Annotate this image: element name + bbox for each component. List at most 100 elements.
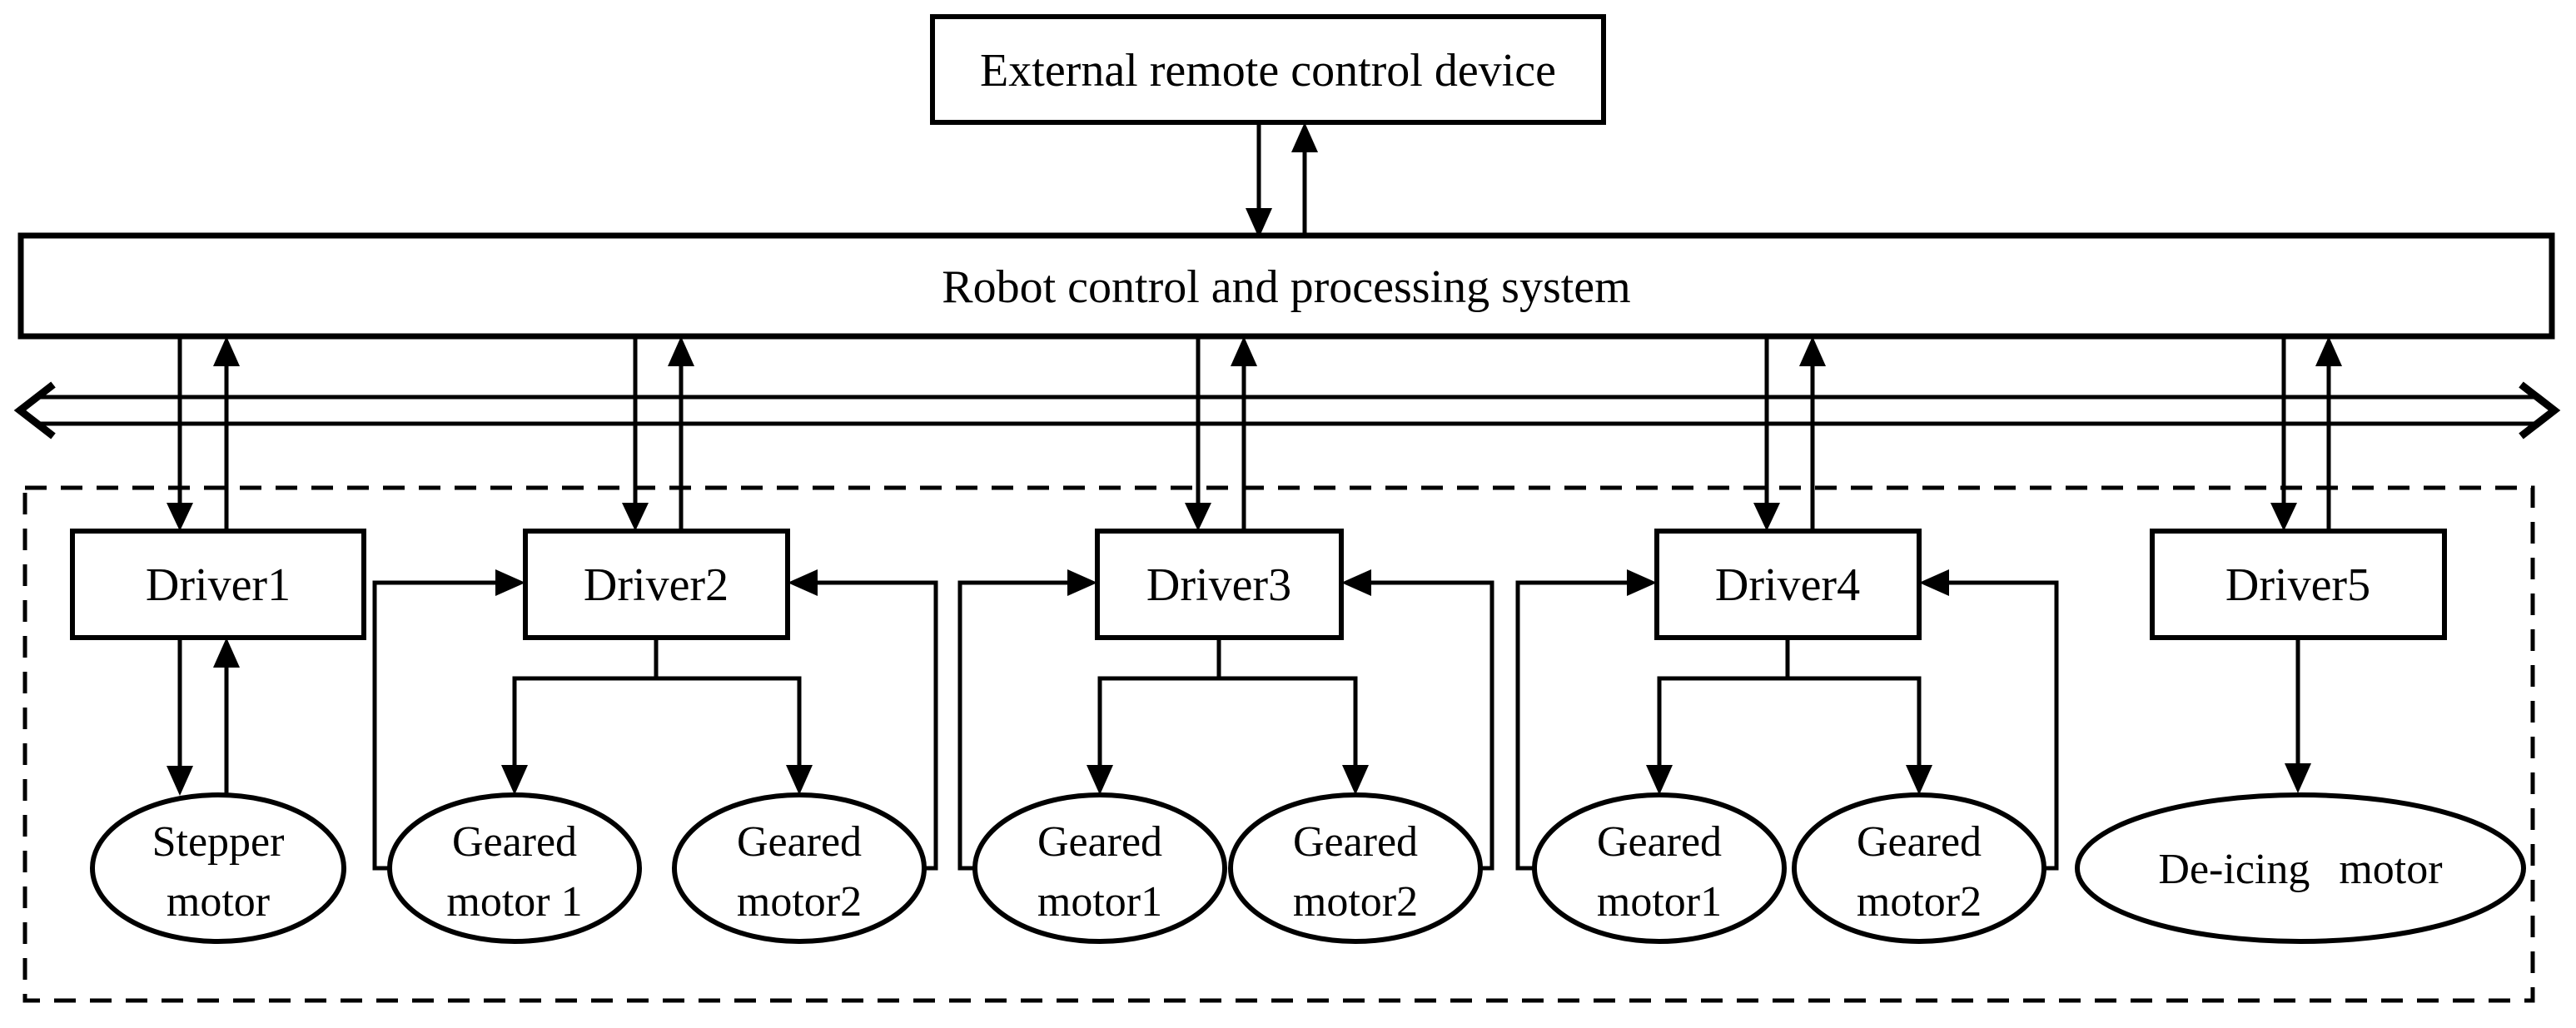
driver3-output-split [1087, 638, 1369, 795]
external-device-label: External remote control device [980, 45, 1556, 97]
right-arrowhead [1627, 569, 1657, 596]
up-arrowhead [1799, 336, 1826, 366]
split-right-path [1219, 676, 1358, 767]
down-arrowhead [1342, 765, 1369, 795]
down-arrowhead [167, 766, 193, 796]
down-arrowhead [1246, 208, 1272, 238]
driver2-output-split [501, 638, 813, 795]
down-arrowhead [1753, 503, 1780, 531]
system-bus [13, 381, 2561, 440]
driver4-output-split [1646, 638, 1932, 795]
driver2-motor2-node: Geared motor2 [672, 792, 927, 944]
geared-motor-label-line1: Geared [1857, 818, 1982, 866]
driver3-motor2-node: Geared motor2 [1228, 792, 1483, 944]
control-system-box [17, 232, 2555, 340]
down-arrowhead [2270, 503, 2297, 531]
down-arrowhead [1185, 503, 1211, 531]
left-arrowhead [1919, 569, 1949, 596]
down-arrowhead [622, 503, 649, 531]
geared-motor-ellipse [1228, 792, 1483, 944]
drive-unit-enclosure [22, 485, 2535, 1003]
external-controller-link [1246, 122, 1318, 238]
driver5-label: Driver5 [2225, 559, 2370, 611]
driver5-node: Driver5 [2150, 529, 2447, 640]
split-left-path [1097, 638, 1221, 767]
control-system-label: Robot control and processing system [942, 261, 1630, 313]
bus-link-driver1 [167, 336, 240, 531]
deicing-motor-ellipse [2075, 792, 2526, 944]
down-arrowhead [786, 765, 813, 795]
driver1-label: Driver1 [146, 559, 291, 611]
geared-motor-label-line2: motor2 [1857, 878, 1982, 926]
down-arrowhead [1087, 765, 1113, 795]
feedback-path [957, 580, 1067, 871]
up-arrowhead [213, 638, 240, 668]
bus-link-driver2 [622, 336, 694, 531]
stepper-motor-label-line1: Stepper [152, 818, 285, 866]
driver4-motor2-node: Geared motor2 [1792, 792, 2046, 944]
driver3-label: Driver3 [1146, 559, 1291, 611]
stepper-motor-node: Stepper motor [90, 792, 346, 944]
down-arrowhead [167, 503, 193, 531]
up-arrowhead [2315, 336, 2342, 366]
geared-motor-ellipse [1532, 792, 1787, 944]
down-arrowhead [501, 765, 528, 795]
external-device-node: External remote control device [930, 14, 1606, 125]
left-arrowhead [1341, 569, 1371, 596]
feedback-path [1371, 580, 1494, 871]
deicing-motor-node: De-icing motor [2075, 792, 2526, 944]
down-arrowhead [1646, 765, 1673, 795]
geared-motor-label-line1: Geared [452, 818, 577, 866]
stepper-motor-label-line2: motor [167, 878, 270, 926]
up-arrowhead [1291, 122, 1318, 152]
up-arrowhead [1231, 336, 1257, 366]
bus-link-driver3 [1185, 336, 1257, 531]
geared-motor-ellipse [387, 792, 642, 944]
driver3-feedback-left [957, 569, 1097, 871]
control-system-node: Robot control and processing system [17, 232, 2555, 340]
deicing-motor-label: De-icing motor [2158, 846, 2442, 893]
driver4-motor1-node: Geared motor1 [1532, 792, 1787, 944]
driver1-node: Driver1 [70, 529, 366, 640]
feedback-path [372, 580, 495, 871]
driver3-node: Driver3 [1095, 529, 1344, 640]
split-left-path [512, 638, 659, 767]
feedback-path [1515, 580, 1627, 871]
geared-motor-label-line2: motor2 [1293, 878, 1418, 926]
down-arrowhead [1906, 765, 1932, 795]
driver2-feedback-right [788, 569, 938, 871]
geared-motor-label-line2: motor2 [737, 878, 862, 926]
driver1-box [70, 529, 366, 640]
driver3-motor1-node: Geared motor1 [972, 792, 1227, 944]
driver2-feedback-left [372, 569, 525, 871]
driver1-stepper-link [167, 638, 240, 796]
right-arrowhead [1067, 569, 1097, 596]
geared-motor-label-line2: motor 1 [446, 878, 582, 926]
split-right-path [656, 676, 802, 767]
driver4-node: Driver4 [1654, 529, 1922, 640]
bus-right-arrowhead [2519, 381, 2561, 440]
split-right-path [1788, 676, 1922, 767]
left-arrowhead [788, 569, 818, 596]
feedback-path [1949, 580, 2059, 871]
bus-link-driver4 [1753, 336, 1826, 531]
up-arrowhead [668, 336, 694, 366]
driver3-feedback-right [1341, 569, 1494, 871]
driver5-deicing-link [2285, 638, 2311, 793]
feedback-path [818, 580, 938, 871]
stepper-motor-ellipse [90, 792, 346, 944]
geared-motor-ellipse [1792, 792, 2046, 944]
down-arrowhead [2285, 763, 2311, 793]
geared-motor-label-line2: motor1 [1597, 878, 1722, 926]
external-device-box [930, 14, 1606, 125]
driver4-feedback-left [1515, 569, 1657, 871]
bus-left-arrowhead [13, 381, 56, 440]
driver2-motor1-node: Geared motor 1 [387, 792, 642, 944]
geared-motor-label-line1: Geared [1037, 818, 1162, 866]
driver4-box [1654, 529, 1922, 640]
geared-motor-ellipse [672, 792, 927, 944]
driver4-label: Driver4 [1715, 559, 1860, 611]
split-left-path [1657, 638, 1790, 767]
up-arrowhead [213, 336, 240, 366]
